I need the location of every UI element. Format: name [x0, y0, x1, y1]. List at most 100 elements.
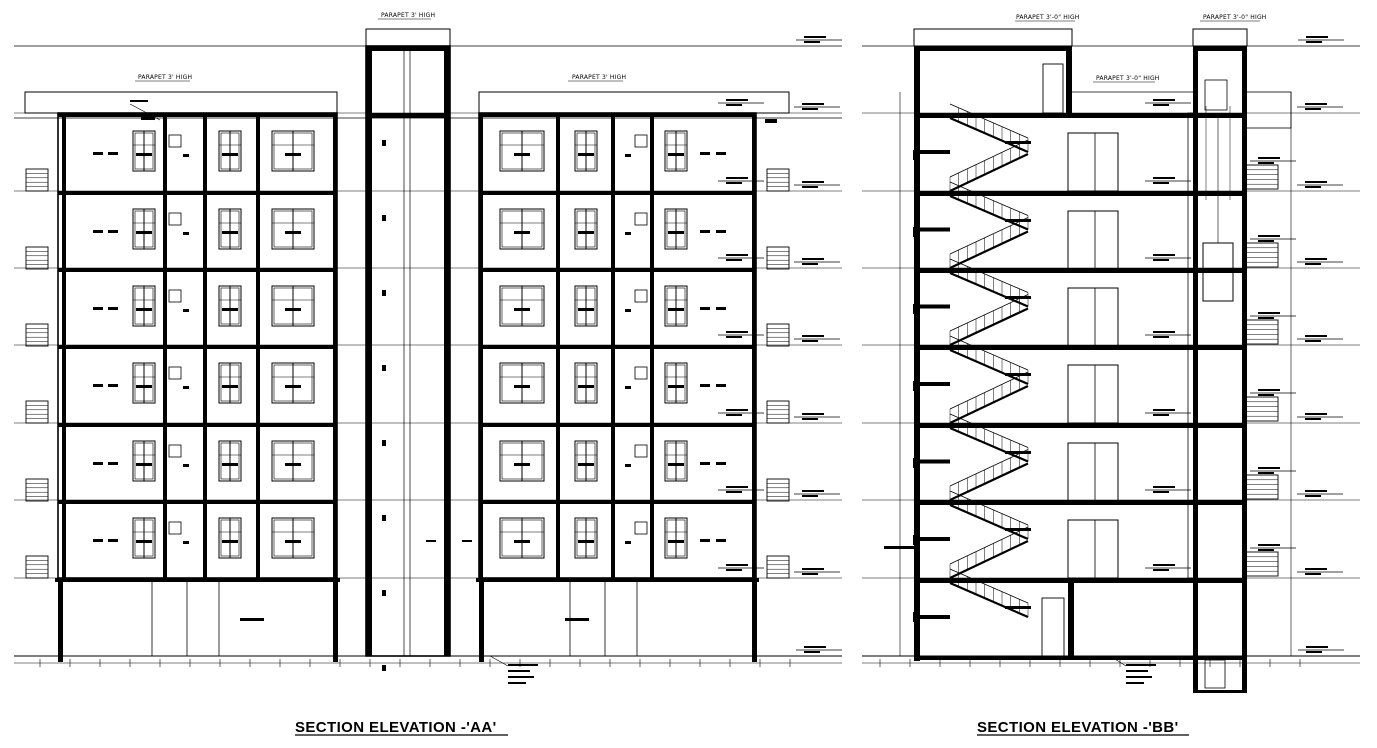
- level-marker: [718, 177, 764, 184]
- window: [218, 285, 242, 327]
- level-tag: [1305, 108, 1321, 110]
- annotation-mark: [1005, 528, 1031, 531]
- stair-handrail: [949, 258, 1029, 293]
- floor-slab: [920, 578, 1245, 583]
- wall-mark: [913, 304, 919, 314]
- floor-slab: [920, 113, 1245, 118]
- balcony-railing: [766, 478, 790, 502]
- level-marker: [796, 646, 842, 653]
- window: [271, 208, 315, 250]
- annotation-mark: [565, 618, 589, 621]
- window-annotation: [222, 463, 238, 466]
- window-annotation: [578, 463, 594, 466]
- level-marker: [794, 181, 840, 188]
- door-frame: [1067, 132, 1119, 192]
- stair-handrail: [949, 294, 1029, 332]
- window: [574, 130, 598, 172]
- ground-slab: [920, 656, 1245, 660]
- level-tag: [1258, 312, 1280, 314]
- core-mark: [382, 665, 386, 671]
- annotation-mark: [93, 152, 103, 155]
- core-roof-slab: [366, 46, 450, 51]
- level-marker: [1145, 99, 1191, 106]
- level-marker: [718, 331, 764, 338]
- annotation-mark: [130, 100, 148, 102]
- railing-frame: [766, 168, 790, 192]
- level-tag: [1305, 490, 1327, 492]
- railing-frame: [1245, 474, 1279, 500]
- annotation-mark: [716, 462, 726, 465]
- stair-roof-slab: [914, 46, 1072, 51]
- stair-stringer: [949, 230, 1029, 269]
- floor-slab: [479, 113, 756, 117]
- level-tag: [726, 177, 748, 179]
- level-tag: [726, 259, 742, 261]
- window-annotation: [222, 308, 238, 311]
- core-mark: [382, 590, 386, 596]
- level-tag: [802, 186, 818, 188]
- door-frame: [1067, 364, 1119, 424]
- stair-flight: [920, 258, 1031, 346]
- railing-frame: [1245, 551, 1279, 577]
- window-annotation: [136, 540, 152, 543]
- level-tag: [1258, 549, 1274, 551]
- door-leaf: [1094, 442, 1119, 502]
- annotation-mark: [625, 154, 631, 157]
- balcony-railing: [766, 323, 790, 347]
- annotation-mark: [1005, 373, 1031, 376]
- window-annotation: [578, 153, 594, 156]
- stair-stringer: [949, 385, 1029, 424]
- annotation-mark: [625, 309, 631, 312]
- level-tag: [802, 340, 818, 342]
- annotation-mark: [183, 232, 189, 235]
- floor-slab: [479, 191, 756, 195]
- level-tag: [802, 181, 824, 183]
- floor-slab: [58, 191, 337, 195]
- window-annotation: [668, 540, 684, 543]
- level-tag: [1153, 409, 1175, 411]
- level-marker: [1250, 157, 1296, 164]
- annotation-mark: [508, 664, 538, 666]
- column: [163, 113, 167, 578]
- stair-handrail: [949, 335, 1029, 371]
- annotation-mark: [1005, 606, 1031, 609]
- level-marker: [794, 413, 840, 420]
- annotation-mark: [108, 462, 118, 465]
- level-tag: [1153, 254, 1175, 256]
- level-tag: [1305, 495, 1321, 497]
- window: [664, 285, 688, 327]
- level-tag: [802, 568, 824, 570]
- window: [218, 440, 242, 482]
- arrow-mark: [765, 119, 777, 123]
- level-tag: [804, 36, 826, 38]
- level-tag: [726, 104, 742, 106]
- level-marker: [1145, 564, 1191, 571]
- stair-flight: [920, 103, 1031, 192]
- level-marker: [1297, 413, 1343, 420]
- level-tag: [726, 486, 748, 488]
- stair-handrail: [949, 371, 1029, 410]
- door: [1067, 519, 1119, 579]
- annotation-mark: [700, 152, 710, 155]
- level-tag: [802, 258, 824, 260]
- door: [1067, 364, 1119, 424]
- annotation-mark: [183, 541, 189, 544]
- wall-mark: [913, 535, 919, 545]
- section-aa-drawing: [14, 28, 842, 684]
- annotation-mark: [108, 152, 118, 155]
- level-marker: [1297, 568, 1343, 575]
- stair-wall-right: [1066, 46, 1072, 113]
- window: [664, 208, 688, 250]
- balcony-railing: [766, 555, 790, 579]
- wall-mark: [913, 381, 919, 391]
- railing-frame: [1245, 396, 1279, 422]
- level-tag: [726, 569, 742, 571]
- level-tag: [1153, 182, 1169, 184]
- level-tag: [1305, 568, 1327, 570]
- column: [752, 113, 756, 578]
- annotation-mark: [93, 384, 103, 387]
- stair-flight: [920, 490, 1031, 579]
- core-mark: [382, 290, 386, 296]
- parapet-left: [24, 91, 338, 114]
